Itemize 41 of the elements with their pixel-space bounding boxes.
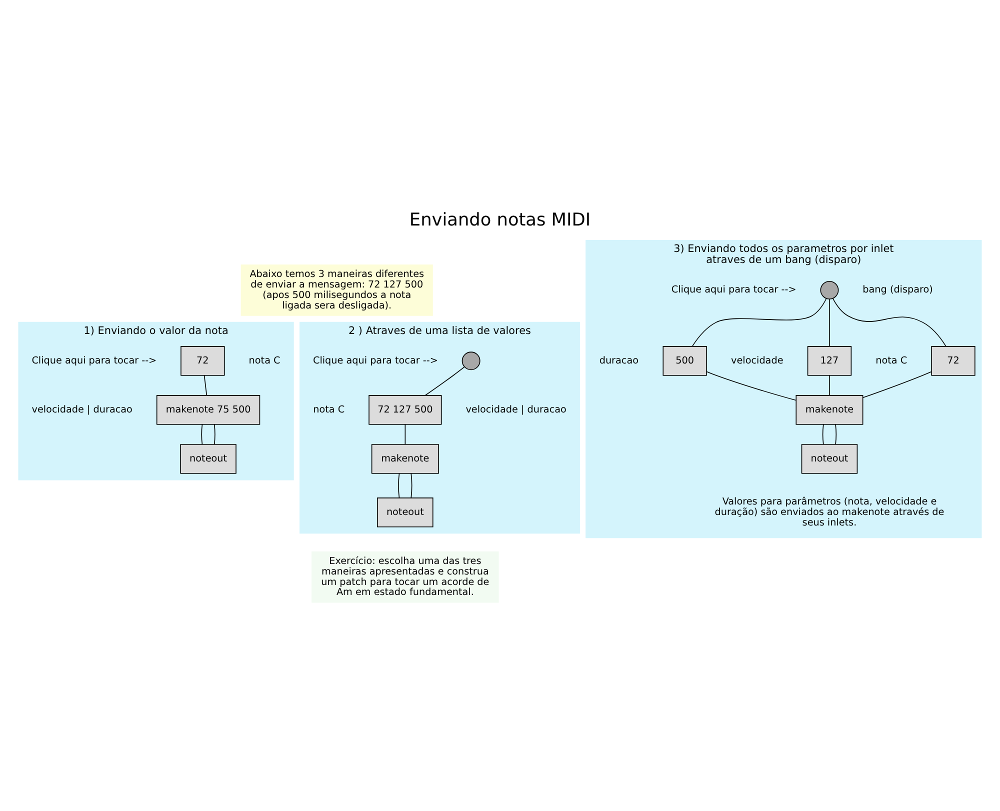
node-box: 72 <box>931 346 976 376</box>
connector <box>829 375 830 396</box>
node-box: noteout <box>180 444 236 474</box>
node-label: velocidade | duracao <box>32 404 132 416</box>
node-circle <box>462 352 480 370</box>
connector <box>832 298 946 347</box>
node-label: Clique aqui para tocar --> <box>32 355 157 366</box>
node-box: 127 <box>807 346 852 376</box>
node-label: nota C <box>313 404 345 416</box>
node-label: velocidade <box>731 355 784 366</box>
connector <box>204 375 208 396</box>
node-label: nota C <box>248 355 280 366</box>
node-box: noteout <box>801 444 858 474</box>
node-box: 72 <box>180 346 225 376</box>
connector <box>835 424 837 445</box>
connector <box>862 371 932 398</box>
node-circle <box>820 280 839 300</box>
diagram-title: Enviando notas MIDI <box>409 210 591 231</box>
connector <box>692 298 827 346</box>
node-label: duracao <box>599 355 639 366</box>
connector <box>201 424 203 445</box>
node-box: 72 127 500 <box>368 395 442 425</box>
node-box: makenote <box>796 395 864 425</box>
node-box: makenote <box>371 444 439 474</box>
node-box: makenote 75 500 <box>156 395 260 425</box>
connector <box>822 424 824 445</box>
connector <box>829 298 830 347</box>
connector <box>706 371 796 401</box>
node-label: velocidade | duracao <box>466 404 566 416</box>
connector <box>214 424 216 445</box>
node-box: 500 <box>662 346 707 376</box>
connector <box>398 473 400 498</box>
connector <box>424 366 465 396</box>
connector <box>404 424 406 445</box>
node-box: Abaixo temos 3 maneiras diferentes de enviar a mensagem: 72 127 500 (apos 500 milisegundos a nota ligada sera desligada). <box>240 264 433 316</box>
node-label: bang (disparo) <box>862 284 933 296</box>
node-label: Clique aqui para tocar --> <box>312 355 438 366</box>
node-box: noteout <box>377 498 434 528</box>
node-label: nota C <box>876 355 908 366</box>
node-label: Clique aqui para tocar --> <box>671 284 796 296</box>
connector <box>410 473 412 498</box>
